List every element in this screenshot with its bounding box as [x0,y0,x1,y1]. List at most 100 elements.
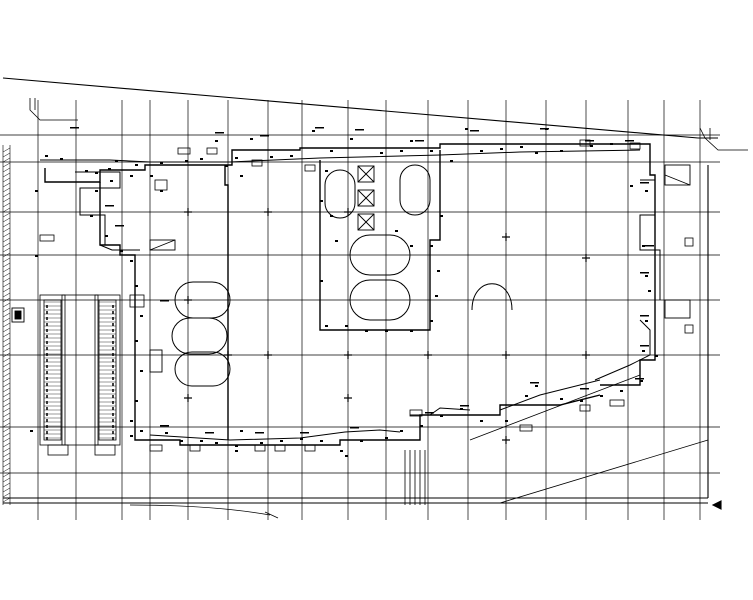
equipment-box [274,444,286,452]
annotation-mark [642,350,645,352]
annotation-mark [160,162,163,164]
annotation-mark [340,450,343,452]
annotation-mark [350,138,353,140]
hatch-line [2,452,11,458]
annotation-label-mark [160,425,169,427]
annotation-mark [520,146,523,148]
annotation-mark [270,156,273,158]
hatch-line [2,377,11,383]
equipment-box [304,164,316,172]
annotation-mark [465,128,468,130]
hatch-line [2,407,11,413]
hatch-line [2,207,11,213]
annotation-mark [180,440,183,442]
equipment-box [149,444,163,452]
equipment-box [254,444,266,452]
annotation-label-mark [415,140,424,142]
annotation-label-mark [640,315,649,317]
annotation-mark [200,440,203,442]
annotation-mark [365,330,368,332]
annotation-mark [645,320,648,322]
annotation-mark [600,395,603,397]
hatch-line [2,347,11,353]
annotation-label-mark [215,132,224,134]
annotation-mark [580,400,583,402]
annotation-mark [560,150,563,152]
diagonal-site-lines [404,374,709,505]
hatch-line [2,382,11,388]
pill-shape [349,234,411,276]
annotation-mark [645,275,648,277]
section-arrow-marker [711,500,722,510]
interior-wall-a [224,165,229,440]
annotation-mark [630,185,633,187]
leader-lines [29,98,748,151]
escalator-left [39,294,121,456]
annotation-mark [140,315,143,317]
column-grid-horizontal [0,134,720,474]
annotation-label-mark [470,130,479,132]
annotation-label-mark [530,382,539,384]
equipment-box [251,159,263,167]
annotation-mark [345,325,348,327]
hatch-line [2,287,11,293]
annotation-mark [185,160,188,162]
annotation-mark [300,438,303,440]
hatch-line [2,367,11,373]
hatch-line [2,457,11,463]
hatch-line [2,482,11,488]
hatch-line [2,432,11,438]
annotation-mark [450,160,453,162]
annotation-label-mark [540,128,549,130]
hatch-line [2,267,11,273]
hatch-line [2,497,11,503]
annotation-mark [35,255,38,257]
annotation-label-mark [640,272,649,274]
hatch-line [2,427,11,433]
equipment-box [206,147,218,155]
annotation-mark [400,150,403,152]
annotation-mark [135,400,138,402]
hatch-line [2,177,11,183]
annotation-mark [410,330,413,332]
annotation-mark [95,172,98,174]
right-equipment [11,164,691,373]
hatch-line [2,472,11,478]
equipment-box [519,424,533,432]
elevator-shafts [357,165,375,231]
hatch-line [2,357,11,363]
hatch-line [2,487,11,493]
annotation-mark [260,442,263,444]
hatch-line [2,247,11,253]
hatch-line [2,197,11,203]
pill-shape [171,317,228,355]
hatch-line [2,312,11,318]
annotation-mark [325,325,328,327]
annotation-label-mark [315,127,324,129]
escalator-markers [46,305,114,440]
annotation-mark [380,152,383,154]
hatch-line [2,422,11,428]
annotation-mark [235,157,238,159]
annotation-mark [250,138,253,140]
annotation-label-mark [625,140,634,142]
annotation-label-mark [640,182,649,184]
annotation-mark [235,450,238,452]
hatch-line [2,392,11,398]
equipment-box [664,299,691,319]
panel-box [11,307,25,323]
equipment-box [684,324,694,334]
annotation-mark [320,200,323,202]
building-walls [44,143,656,446]
annotation-mark [215,140,218,142]
annotation-mark [505,420,508,422]
annotation-mark [460,408,463,410]
annotation-label-mark [160,300,169,302]
annotation-mark [437,270,440,272]
hatch-line [2,327,11,333]
bottom-road [129,504,279,519]
annotation-label-mark [105,205,114,207]
annotation-label-mark [300,432,309,434]
rounded-fixtures [171,164,513,387]
